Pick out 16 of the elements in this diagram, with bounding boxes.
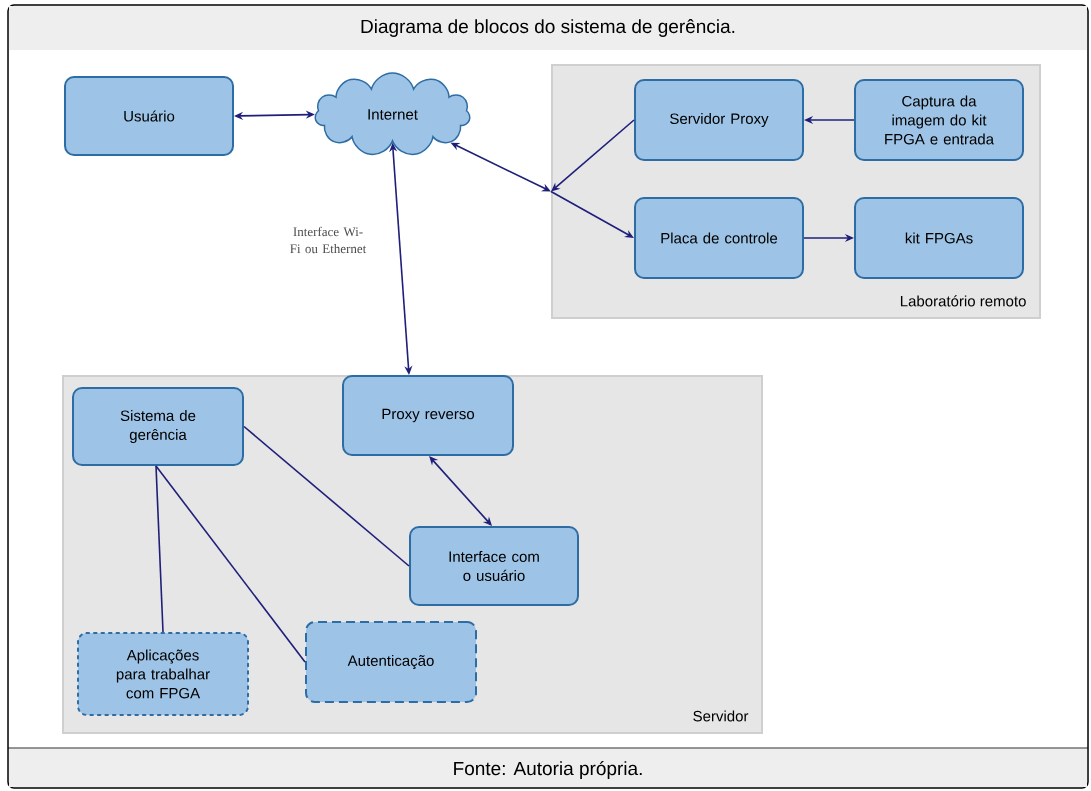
process-box: Placa de controle bbox=[634, 197, 804, 279]
process-box: Captura da imagem do kit FPGA e entrada bbox=[854, 79, 1024, 161]
title-band: Diagrama de blocos do sistema de gerência. bbox=[9, 6, 1087, 50]
connector-arrow bbox=[429, 456, 492, 526]
process-box: Proxy reverso bbox=[342, 375, 514, 456]
connector-arrow bbox=[550, 190, 634, 238]
connector-arrow bbox=[551, 119, 635, 192]
process-box: kit FPGAs bbox=[854, 197, 1024, 279]
process-box: Aplicações para trabalhar com FPGA bbox=[77, 632, 249, 716]
process-box: Autenticação bbox=[305, 621, 477, 703]
process-box: Sistema de gerência bbox=[72, 387, 244, 466]
edge-label: Interface Wi-Fi ou Ethernet bbox=[290, 226, 367, 254]
process-box: Interface com o usuário bbox=[409, 526, 579, 606]
process-box: Usuário bbox=[64, 76, 234, 156]
caption-band: Fonte: Autoria própria. bbox=[7, 747, 1089, 787]
process-box: Servidor Proxy bbox=[634, 79, 804, 161]
